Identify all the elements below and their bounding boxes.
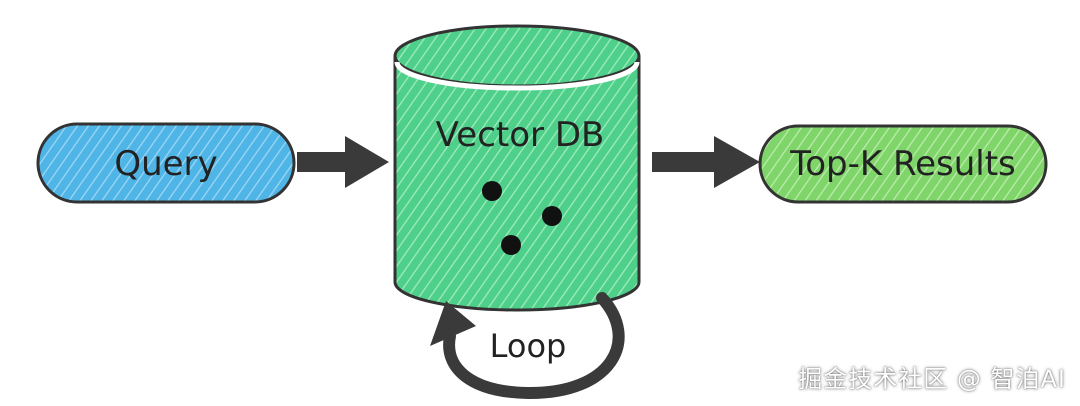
results-node: Top-K Results bbox=[758, 124, 1048, 204]
arrow-query-to-db bbox=[297, 136, 389, 188]
loop-arrow: Loop bbox=[430, 292, 625, 400]
query-node: Query bbox=[36, 122, 296, 204]
loop-label: Loop bbox=[490, 327, 567, 365]
vector-db-cylinder: Vector DB bbox=[393, 24, 641, 312]
vector-point bbox=[542, 206, 562, 226]
query-label: Query bbox=[114, 144, 217, 184]
vector-db-label: Vector DB bbox=[436, 115, 605, 155]
arrow-db-to-results bbox=[652, 136, 760, 188]
results-label: Top-K Results bbox=[789, 144, 1016, 184]
watermark-text: 掘金技术社区 @ 智泊AI bbox=[798, 365, 1066, 393]
vector-point bbox=[501, 235, 521, 255]
vector-point bbox=[482, 181, 502, 201]
